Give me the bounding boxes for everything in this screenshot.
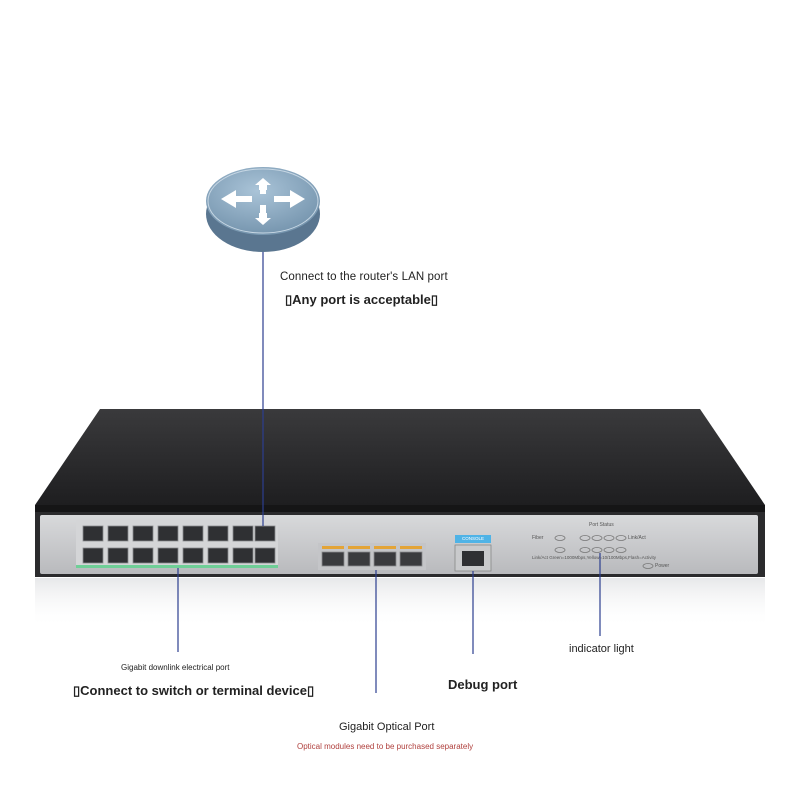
debug-caption: Debug port bbox=[448, 677, 518, 692]
led-strip bbox=[76, 565, 278, 568]
ethernet-caption: Gigabit downlink electrical port bbox=[121, 663, 230, 672]
console-port bbox=[454, 535, 492, 572]
ethernet-port-bank bbox=[76, 520, 278, 568]
switch-chassis bbox=[35, 409, 765, 628]
callout-lines bbox=[177, 252, 601, 693]
link-act-label: Link/Act bbox=[628, 535, 646, 541]
power-label: Power bbox=[655, 563, 670, 569]
indicator-panel bbox=[554, 535, 654, 569]
panel-reflection bbox=[35, 578, 765, 628]
router-note: ▯Any port is acceptable▯ bbox=[285, 292, 439, 307]
indicator-legend: Link/Act Green=1000Mbps,Yellow=10/100Mbp… bbox=[532, 555, 657, 560]
router-icon bbox=[206, 167, 320, 252]
ethernet-note: ▯Connect to switch or terminal device▯ bbox=[73, 683, 315, 698]
console-label: CONSOLE bbox=[462, 536, 485, 541]
sfp-port-bank bbox=[318, 543, 426, 570]
port-status-label: Port Status bbox=[589, 522, 614, 528]
router-caption: Connect to the router's LAN port bbox=[280, 271, 448, 283]
optical-note: Optical modules need to be purchased sep… bbox=[297, 742, 474, 751]
optical-caption: Gigabit Optical Port bbox=[339, 721, 435, 733]
fiber-label: Fiber bbox=[532, 535, 544, 541]
indicator-caption: indicator light bbox=[569, 643, 634, 655]
